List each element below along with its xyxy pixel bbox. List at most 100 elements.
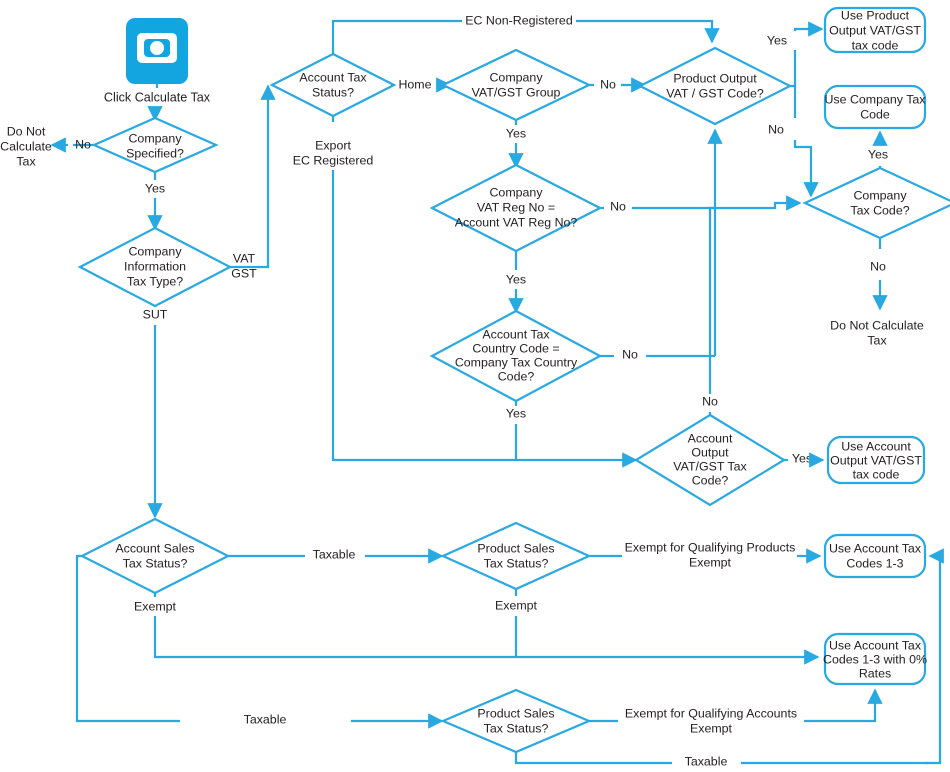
node-country-line-2: Company Tax Country — [455, 355, 578, 369]
lbl-ec-non-registered: EC Non-Registered — [465, 13, 573, 27]
use-account-output-line-1: Output VAT/GST — [830, 453, 922, 467]
edge-product-no-b — [793, 140, 819, 198]
node-do-not-calc-left-line-2: Tax — [16, 154, 36, 168]
lbl-no-reg-no: No — [610, 199, 626, 213]
lbl-no-vat-group: No — [600, 77, 616, 91]
edge-acctsales-qualprod-a — [75, 554, 180, 723]
use-codes-1-3-zero-line-0: Use Account Tax — [829, 638, 922, 652]
lbl-no-account-out: No — [702, 394, 718, 408]
node-use-codes-1-3-zero[interactable] — [823, 632, 927, 686]
node-product-sales-2-line-1: Tax Status? — [484, 721, 549, 735]
node-product-output-code[interactable] — [637, 46, 793, 126]
node-do-not-calc-left-line-0: Do Not — [7, 124, 46, 138]
node-vat-reg-line-0: Company — [489, 185, 543, 199]
edge-ec-nonreg-a — [331, 19, 462, 54]
node-do-not-calc-left-line-1: Calculate — [0, 139, 52, 153]
lbl-exempt-2: Exempt — [690, 721, 733, 735]
lbl-exempt-account: Exempt — [134, 599, 177, 613]
edge-product-yes-a — [790, 50, 797, 88]
use-account-output-line-0: Use Account — [841, 439, 911, 453]
start-label: Click Calculate Tax — [104, 90, 211, 104]
node-product-output-line-0: Product Output — [673, 71, 757, 85]
node-company-tax-code-line-1: Tax Code? — [850, 203, 909, 217]
edge-bottom-taxable-riser — [925, 548, 944, 765]
use-codes-1-3-line-0: Use Account Tax — [829, 541, 922, 555]
use-codes-1-3-line-1: Codes 1-3 — [846, 556, 903, 570]
lbl-yes-company-code: Yes — [868, 147, 888, 161]
node-country-line-1: Country Code = — [472, 341, 559, 355]
edge-tax-type-vat-gst — [230, 84, 276, 269]
edge-ec-nonreg-b — [576, 19, 720, 44]
lbl-taxable-2: Exempt — [689, 555, 732, 569]
use-company-tax-code-line-0: Use Company Tax — [824, 92, 926, 106]
lbl-no-company-code: No — [870, 259, 886, 273]
lbl-no-product-out: No — [768, 122, 784, 136]
node-product-output-line-1: VAT / GST Code? — [666, 86, 764, 100]
lbl-yes-country: Yes — [506, 406, 526, 420]
lbl-yes-vat-group: Yes — [506, 126, 526, 140]
lbl-vat: VAT — [233, 251, 256, 265]
use-product-output-line-1: Output VAT/GST — [829, 23, 921, 37]
edge-product-yes-b — [793, 21, 824, 37]
lbl-no-country: No — [622, 347, 638, 361]
lbl-export: Export — [315, 138, 351, 152]
node-account-tax-status-line-0: Account Tax — [299, 70, 367, 84]
lbl-sut: SUT — [143, 307, 168, 321]
node-vat-reg-line-1: VAT Reg No = — [477, 200, 555, 214]
node-account-sales-line-0: Account Sales — [115, 541, 194, 555]
use-company-tax-code-line-1: Code — [860, 107, 890, 121]
lbl-exempt-product-1: Exempt — [495, 598, 538, 612]
lbl-yes-product-out: Yes — [767, 33, 787, 47]
lbl-taxable-1: Taxable — [313, 547, 356, 561]
node-product-sales-1-line-0: Product Sales — [477, 541, 554, 555]
lbl-exempt-qual-prod-1: Taxable — [244, 712, 287, 726]
node-country-line-0: Account Tax — [482, 327, 550, 341]
node-country-line-3: Code? — [498, 369, 535, 383]
node-account-output-line-0: Account — [688, 431, 733, 445]
lbl-exempt-qual-acct: Exempt for Qualifying Accounts — [625, 706, 797, 720]
node-company-tax-code-line-0: Company — [853, 188, 907, 202]
edge-prodsales2-out-b — [804, 688, 883, 723]
node-company-vat-group-line-0: Company — [489, 70, 543, 84]
node-company-info-line-2: Tax Type? — [127, 274, 183, 288]
node-account-output-line-2: VAT/GST Tax — [673, 459, 747, 473]
node-company-info-line-0: Company — [128, 244, 182, 258]
node-use-codes-1-3[interactable] — [823, 533, 927, 579]
node-vat-reg-line-2: Account VAT Reg No? — [455, 215, 578, 229]
lbl-taxable-3: Taxable — [685, 754, 728, 768]
node-product-sales-1-line-1: Tax Status? — [484, 556, 549, 570]
node-use-account-output[interactable] — [826, 435, 926, 485]
node-account-tax-status-line-1: Status? — [312, 85, 354, 99]
node-account-output-code[interactable] — [633, 413, 787, 507]
start-icon-group[interactable] — [126, 18, 188, 84]
node-company-vat-group-line-1: VAT/GST Group — [472, 85, 561, 99]
use-product-output-line-2: tax code — [852, 38, 899, 52]
use-codes-1-3-zero-line-1: Codes 1-3 with 0% — [823, 652, 927, 666]
edge-export-b — [331, 170, 638, 468]
use-codes-1-3-zero-line-2: Rates — [859, 666, 891, 680]
lbl-yes-reg-no: Yes — [506, 272, 526, 286]
node-use-product-output[interactable] — [823, 6, 927, 54]
node-do-not-calc-right-line-0: Do Not Calculate — [830, 318, 924, 332]
node-use-company-tax-code[interactable] — [823, 84, 927, 130]
lbl-no-company: No — [75, 137, 91, 151]
lbl-ec-registered: EC Registered — [293, 153, 374, 167]
use-account-output-line-2: tax code — [853, 467, 900, 481]
node-account-output-line-3: Code? — [692, 473, 729, 487]
lbl-exempt-qual-prod-2: Exempt for Qualifying Products — [625, 540, 796, 554]
lbl-gst: GST — [231, 266, 257, 280]
node-company-info-line-1: Information — [124, 259, 186, 273]
lbl-yes-account-out: Yes — [792, 451, 812, 465]
node-account-sales-line-1: Tax Status? — [123, 556, 188, 570]
node-company-specified-line-1: Specified? — [126, 146, 184, 160]
edge-accountout-no-b — [708, 195, 802, 394]
node-product-sales-2-line-0: Product Sales — [477, 706, 554, 720]
edge-prodsales2-taxable-a — [514, 752, 672, 765]
node-do-not-calc-right-line-1: Tax — [867, 333, 887, 347]
banknote-coin-shape — [150, 41, 164, 55]
node-account-output-line-1: Output — [691, 445, 729, 459]
edge-acctsales-exempt-b — [153, 616, 820, 665]
lbl-home: Home — [398, 77, 431, 91]
